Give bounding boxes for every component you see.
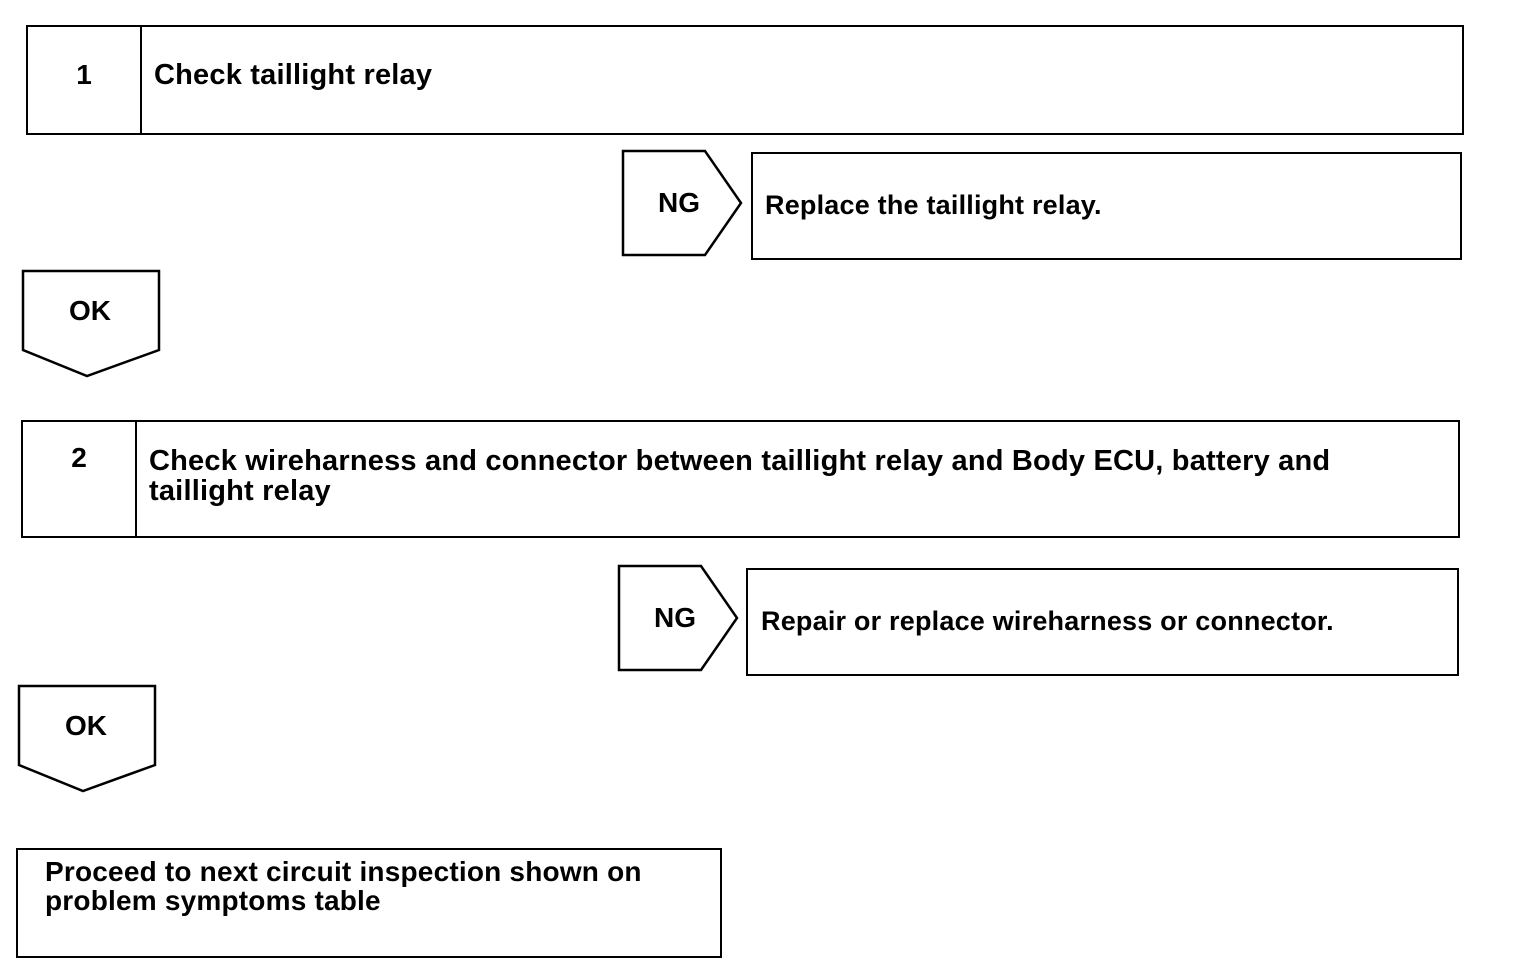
step-1-title: Check taillight relay [154, 59, 433, 91]
ng-result-1-box [751, 152, 1462, 260]
step-2-box: 2 Check wireharness and connector betwee… [21, 420, 1460, 538]
step-1-box: 1 Check taillight relay [26, 25, 1464, 135]
ng-result-2-box [746, 568, 1459, 676]
ng-arrow-2 [617, 564, 739, 672]
ng-result-1-text: Replace the taillight relay. [765, 190, 1102, 220]
final-step-text: Proceed to next circuit inspection shown… [45, 856, 642, 916]
ng-label-1: NG [658, 187, 700, 218]
step-2-title: Check wireharness and connector between … [149, 445, 1331, 507]
final-step-box [16, 848, 722, 958]
ok-label-1: OK [69, 295, 111, 326]
step-2-number: 2 [23, 422, 137, 536]
step-1-number: 1 [28, 27, 142, 133]
ng-arrow-1 [621, 149, 743, 257]
ok-label-2: OK [65, 710, 107, 741]
ng-result-2-text: Repair or replace wireharness or connect… [761, 606, 1334, 636]
ok-arrow-1 [21, 269, 161, 378]
ok-arrow-2 [17, 684, 157, 793]
ng-label-2: NG [654, 602, 696, 633]
